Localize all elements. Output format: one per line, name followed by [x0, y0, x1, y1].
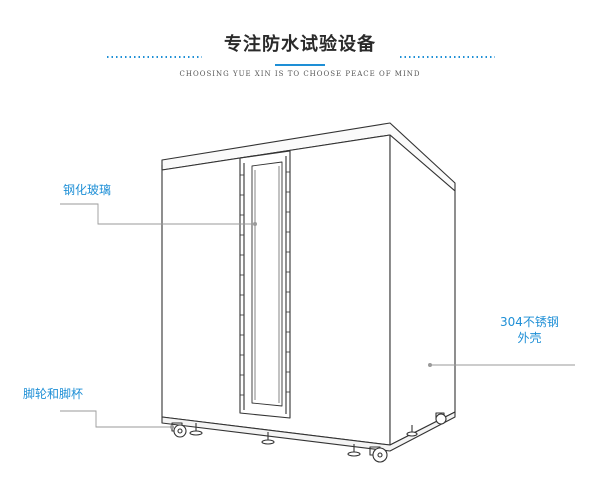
callout-line-wheels	[60, 410, 170, 428]
cabinet-base	[161, 411, 456, 452]
door-frame	[239, 150, 291, 419]
callout-tempered-glass: 钢化玻璃	[63, 183, 112, 197]
callout-stainless-shell: 304不锈钢 外壳	[500, 314, 559, 346]
caster-back-right	[435, 412, 447, 425]
glass-window	[251, 161, 283, 407]
callout-stainless-shell-line1: 304不锈钢	[500, 315, 559, 329]
hinge-ticks	[240, 171, 290, 396]
cabinet-front	[161, 134, 391, 446]
callout-line-glass	[60, 203, 253, 225]
callout-casters-feet: 脚轮和脚杯	[23, 387, 84, 401]
leveling-feet	[189, 423, 418, 457]
title-underline	[275, 64, 325, 66]
callout-stainless-shell-line2: 外壳	[517, 331, 542, 345]
page-subtitle: CHOOSING YUE XIN IS TO CHOOSE PEACE OF M…	[179, 70, 421, 78]
header: 专注防水试验设备 CHOOSING YUE XIN IS TO CHOOSE P…	[0, 30, 600, 90]
caster-front-right	[369, 446, 388, 463]
page-title: 专注防水试验设备	[224, 34, 376, 55]
